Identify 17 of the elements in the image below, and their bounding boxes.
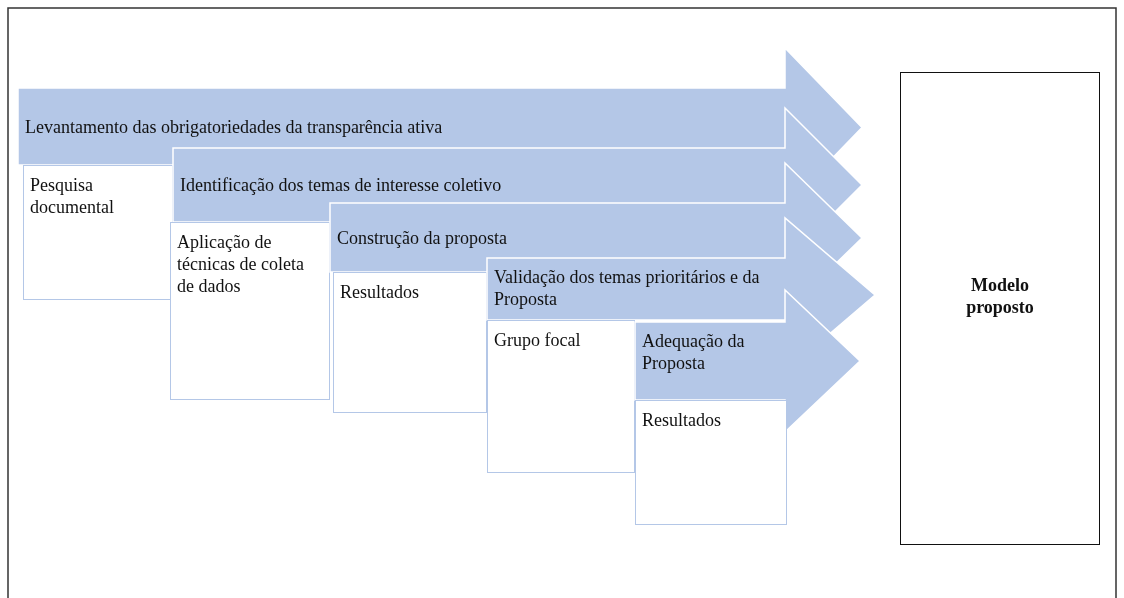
method-box bbox=[635, 400, 787, 525]
step-label: Validação dos temas prioritários e da Proposta bbox=[494, 266, 761, 310]
step-label: Adequação da Proposta bbox=[642, 330, 746, 374]
method-box bbox=[487, 320, 635, 473]
box-label: Modelo proposto bbox=[965, 273, 1035, 318]
step-label: Construção da proposta bbox=[337, 226, 508, 249]
step-label: Identificação dos temas de interesse coletivo bbox=[180, 174, 503, 196]
box-label: Grupo focal bbox=[494, 329, 582, 351]
method-box bbox=[333, 272, 487, 413]
box-label: Resultados bbox=[642, 409, 722, 431]
result-box bbox=[900, 72, 1100, 545]
method-box bbox=[23, 165, 173, 300]
box-label: Pesquisa documental bbox=[30, 174, 115, 218]
box-label: Resultados bbox=[340, 281, 420, 303]
method-box bbox=[170, 222, 330, 400]
step-label: Levantamento das obrigatoriedades da transparência ativa bbox=[25, 115, 444, 138]
box-label: Aplicação de técnicas de coleta de dados bbox=[177, 231, 305, 297]
